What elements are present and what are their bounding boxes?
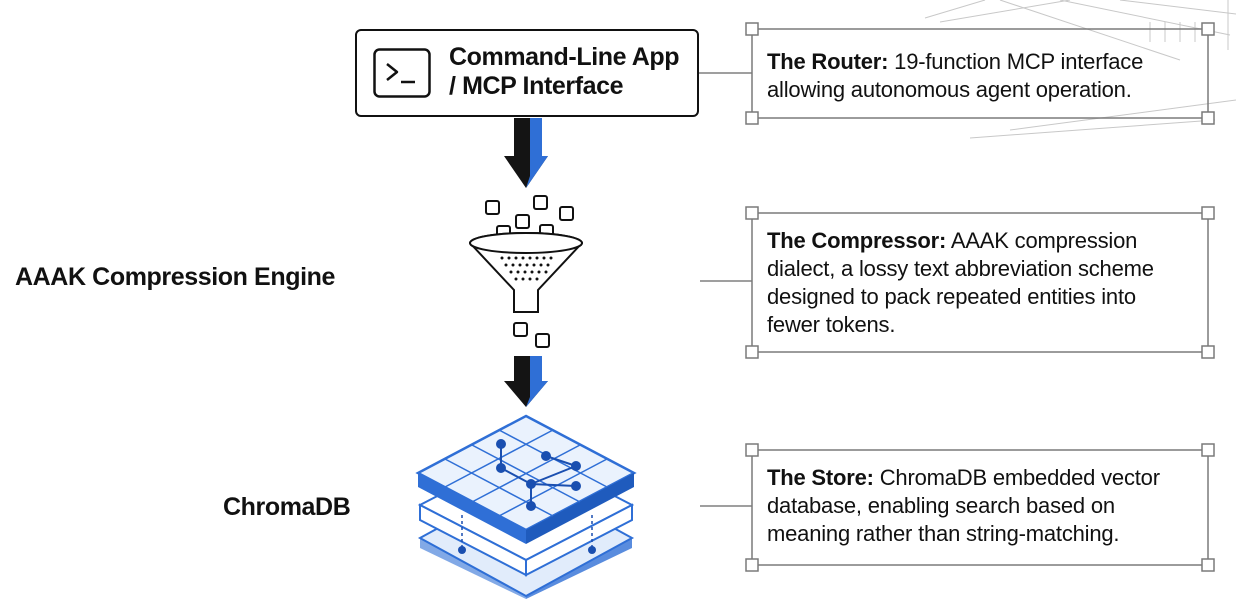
router-callout: The Router: 19-function MCP interface al…: [767, 48, 1197, 104]
connector-lines: [699, 72, 752, 507]
decorative-wireframe: [924, 0, 1236, 139]
callout-heading: The Router:: [767, 49, 889, 74]
callout-frames: [751, 28, 1209, 566]
compressor-callout: The Compressor: AAAK compression dialect…: [767, 227, 1187, 339]
cli-node: Command-Line App / MCP Interface: [355, 29, 699, 117]
down-arrow-icon: [504, 118, 548, 188]
callout-body: 19-function MCP interface allowing auton…: [767, 49, 1144, 102]
callout-corner-marks: [745, 22, 1215, 572]
layered-database-icon: [415, 414, 637, 599]
funnel-filter-dots: [500, 256, 553, 281]
terminal-icon: [373, 48, 431, 98]
compression-engine-label: AAAK Compression Engine: [15, 263, 335, 291]
store-callout: The Store: ChromaDB embedded vector data…: [767, 464, 1187, 548]
chromadb-label: ChromaDB: [223, 493, 351, 521]
down-arrow-icon: [504, 356, 548, 407]
callout-heading: The Compressor:: [767, 228, 947, 253]
cli-title-line1: Command-Line App: [449, 43, 680, 71]
callout-body: AAAK compression dialect, a lossy text a…: [767, 228, 1154, 337]
cli-title: Command-Line App / MCP Interface: [449, 43, 680, 101]
cli-title-line2: / MCP Interface: [449, 72, 624, 100]
callout-body: ChromaDB embedded vector database, enabl…: [767, 465, 1160, 546]
funnel-icon: [469, 195, 583, 348]
callout-heading: The Store:: [767, 465, 874, 490]
